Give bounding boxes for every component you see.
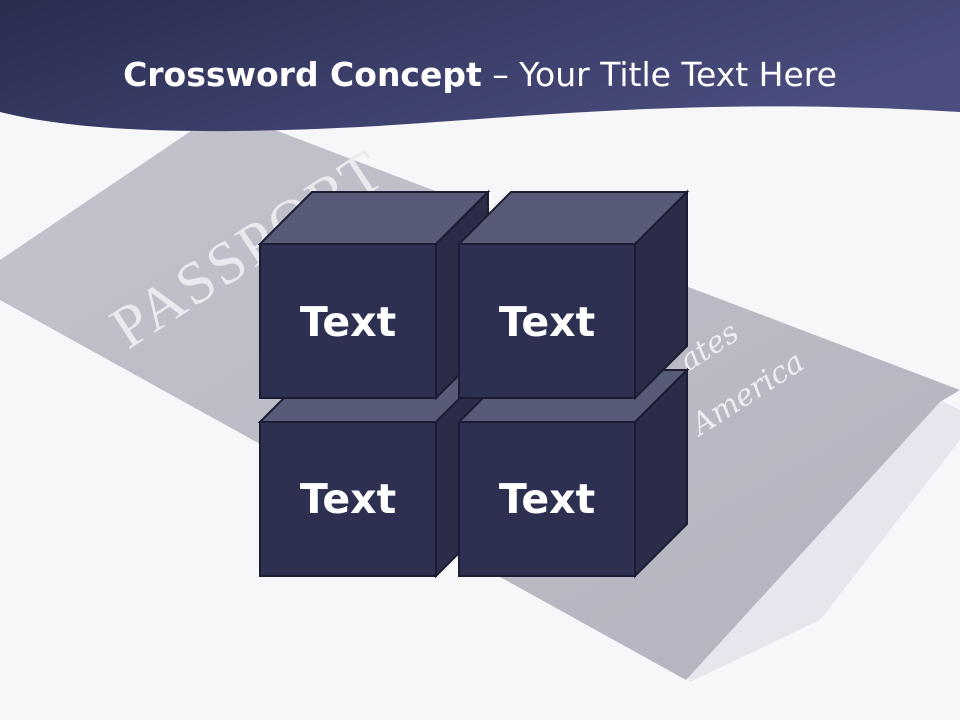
cube-front-face xyxy=(259,243,437,399)
cube-front-face xyxy=(259,421,437,577)
passport-pages xyxy=(684,400,960,682)
header-banner xyxy=(0,0,960,132)
slide-title[interactable]: Crossword Concept – Your Title Text Here xyxy=(0,50,960,100)
cube-bottom-right xyxy=(456,367,690,579)
cube-bottom-left xyxy=(257,367,491,579)
slide-title-rest: – Your Title Text Here xyxy=(492,55,837,94)
cube-label-top-left[interactable]: Text xyxy=(299,298,397,346)
cube-front-face xyxy=(458,243,636,399)
cube-front-face xyxy=(458,421,636,577)
cube-top-right xyxy=(456,189,690,401)
cube-label-bottom-left[interactable]: Text xyxy=(299,475,397,523)
cube-label-top-right[interactable]: Text xyxy=(498,298,596,346)
slide-title-bold: Crossword Concept xyxy=(123,55,482,94)
cube-label-bottom-right[interactable]: Text xyxy=(498,475,596,523)
cube-top-left xyxy=(257,189,491,401)
